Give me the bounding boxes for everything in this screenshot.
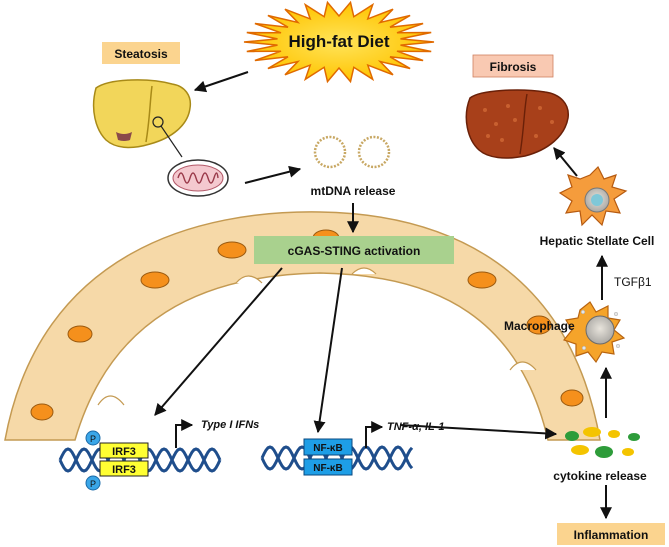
hepatic-stellate-cell-icon <box>558 165 628 227</box>
inflammation-label: Inflammation <box>574 528 649 542</box>
dna-helix-left <box>58 447 222 473</box>
cytokine-label: cytokine release <box>553 469 647 483</box>
arrow-cgas-to-irf3 <box>154 267 283 416</box>
irf3-bottom-label: IRF3 <box>112 464 136 476</box>
arrow-cgas-to-nfkb <box>313 267 343 434</box>
promoter-arrows <box>175 419 384 448</box>
flow-arrows <box>154 71 612 520</box>
nuclear-pore <box>217 241 247 259</box>
mtdna-rings-icon <box>313 135 391 169</box>
steatosis-label: Steatosis <box>114 47 168 61</box>
nfkb-complex: NF-κB NF-κB <box>303 438 353 476</box>
hsc-label: Hepatic Stellate Cell <box>540 234 655 248</box>
tnf-label: TNF-α, IL-1 <box>387 421 445 433</box>
arrow-mito-to-mtdna <box>244 165 302 184</box>
nuclear-envelope <box>4 211 601 441</box>
cgas-sting-box: cGAS-STING activation <box>254 236 454 264</box>
mtdna-label: mtDNA release <box>311 184 396 198</box>
nuclear-pore <box>467 271 497 289</box>
dna-strand <box>58 447 222 473</box>
macrophage-icon <box>562 301 626 364</box>
arrow-hsc-to-fibrosis <box>553 147 578 177</box>
nfkb-bottom-label: NF-κB <box>313 463 342 474</box>
nuclear-pore <box>67 325 93 343</box>
nuclear-pore <box>560 389 584 407</box>
nuclear-pore <box>526 315 552 335</box>
fibrotic-liver-icon <box>465 89 569 159</box>
steatosis-box: Steatosis <box>102 42 180 64</box>
macrophage-label: Macrophage <box>504 319 575 333</box>
irf3-complex: IRF3 IRF3 P P <box>85 430 149 491</box>
phospho-top-label: P <box>90 434 96 444</box>
inflammation-box: Inflammation <box>557 523 665 545</box>
phospho-bottom-label: P <box>90 479 96 489</box>
nuclear-pore <box>140 271 170 289</box>
cgas-label: cGAS-STING activation <box>288 244 421 258</box>
fatty-liver-icon <box>92 79 192 158</box>
irf3-top-label: IRF3 <box>112 446 136 458</box>
type1-ifn-label: Type I IFNs <box>201 419 259 431</box>
arrow-diet-to-steatosis <box>193 71 249 93</box>
diet-label: High-fat Diet <box>288 32 389 51</box>
nfkb-top-label: NF-κB <box>313 443 342 454</box>
high-fat-diet-burst: High-fat Diet <box>243 0 435 84</box>
mitochondrion-icon <box>167 159 229 197</box>
tgf-label: TGFβ1 <box>614 275 652 289</box>
fibrosis-label: Fibrosis <box>490 60 537 74</box>
arrow-tnf-to-cytokine <box>399 424 558 440</box>
cytokine-cluster-icon <box>565 427 640 458</box>
nuclear-pore <box>30 403 54 421</box>
fibrosis-box: Fibrosis <box>472 54 554 78</box>
